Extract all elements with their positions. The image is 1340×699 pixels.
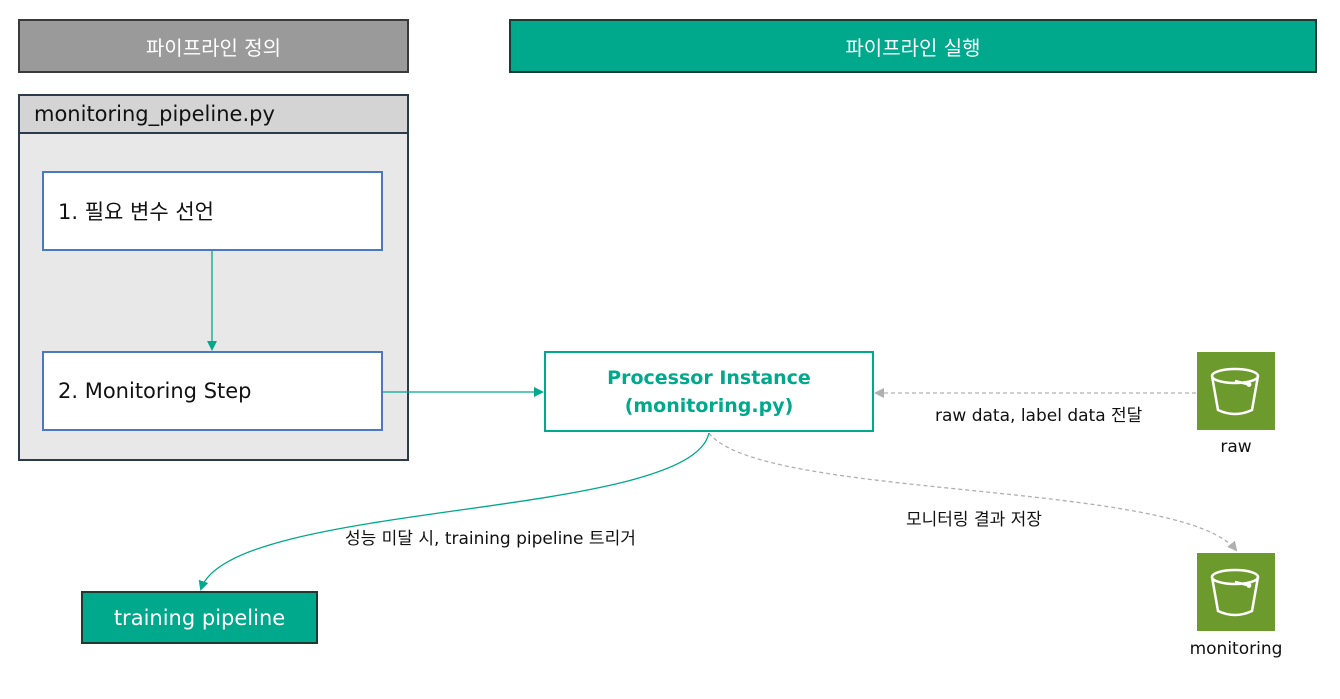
processor-instance-node[interactable]: Processor Instance (monitoring.py) <box>544 351 874 432</box>
processor-instance-script: (monitoring.py) <box>624 394 794 417</box>
training-pipeline-label: training pipeline <box>113 605 286 630</box>
monitoring-bucket-label: monitoring <box>1189 639 1283 659</box>
definition-panel-title: monitoring_pipeline.py <box>20 96 407 134</box>
processor-to-training-label: 성능 미달 시, training pipeline 트리거 <box>345 529 636 549</box>
raw-bucket-label: raw <box>1220 437 1252 457</box>
pipeline-execution-header: 파이프라인 실행 <box>509 19 1317 73</box>
raw-to-processor-label: raw data, label data 전달 <box>935 406 1143 426</box>
edge-processor-to-training <box>198 432 710 591</box>
pipeline-definition-header-text: 파이프라인 정의 <box>145 35 282 60</box>
pipeline-execution-header-text: 파이프라인 실행 <box>845 35 981 60</box>
step-monitoring[interactable]: 2. Monitoring Step <box>42 351 383 431</box>
step-monitoring-label: 2. Monitoring Step <box>58 379 252 403</box>
pipeline-definition-header: 파이프라인 정의 <box>18 19 409 73</box>
processor-to-monitoring-label: 모니터링 결과 저장 <box>906 510 1042 530</box>
file-name: monitoring_pipeline.py <box>34 102 275 126</box>
raw-bucket-icon[interactable] <box>1197 352 1275 430</box>
bucket-icon <box>1210 568 1260 617</box>
step-declare-variables-label: 1. 필요 변수 선언 <box>58 200 214 224</box>
training-pipeline-node[interactable]: training pipeline <box>81 591 318 644</box>
step-declare-variables[interactable]: 1. 필요 변수 선언 <box>42 171 383 251</box>
edge-processor-to-monitoring <box>708 432 1238 552</box>
bucket-icon <box>1210 367 1260 416</box>
processor-instance-title: Processor Instance <box>607 366 811 389</box>
monitoring-bucket-icon[interactable] <box>1197 553 1275 631</box>
